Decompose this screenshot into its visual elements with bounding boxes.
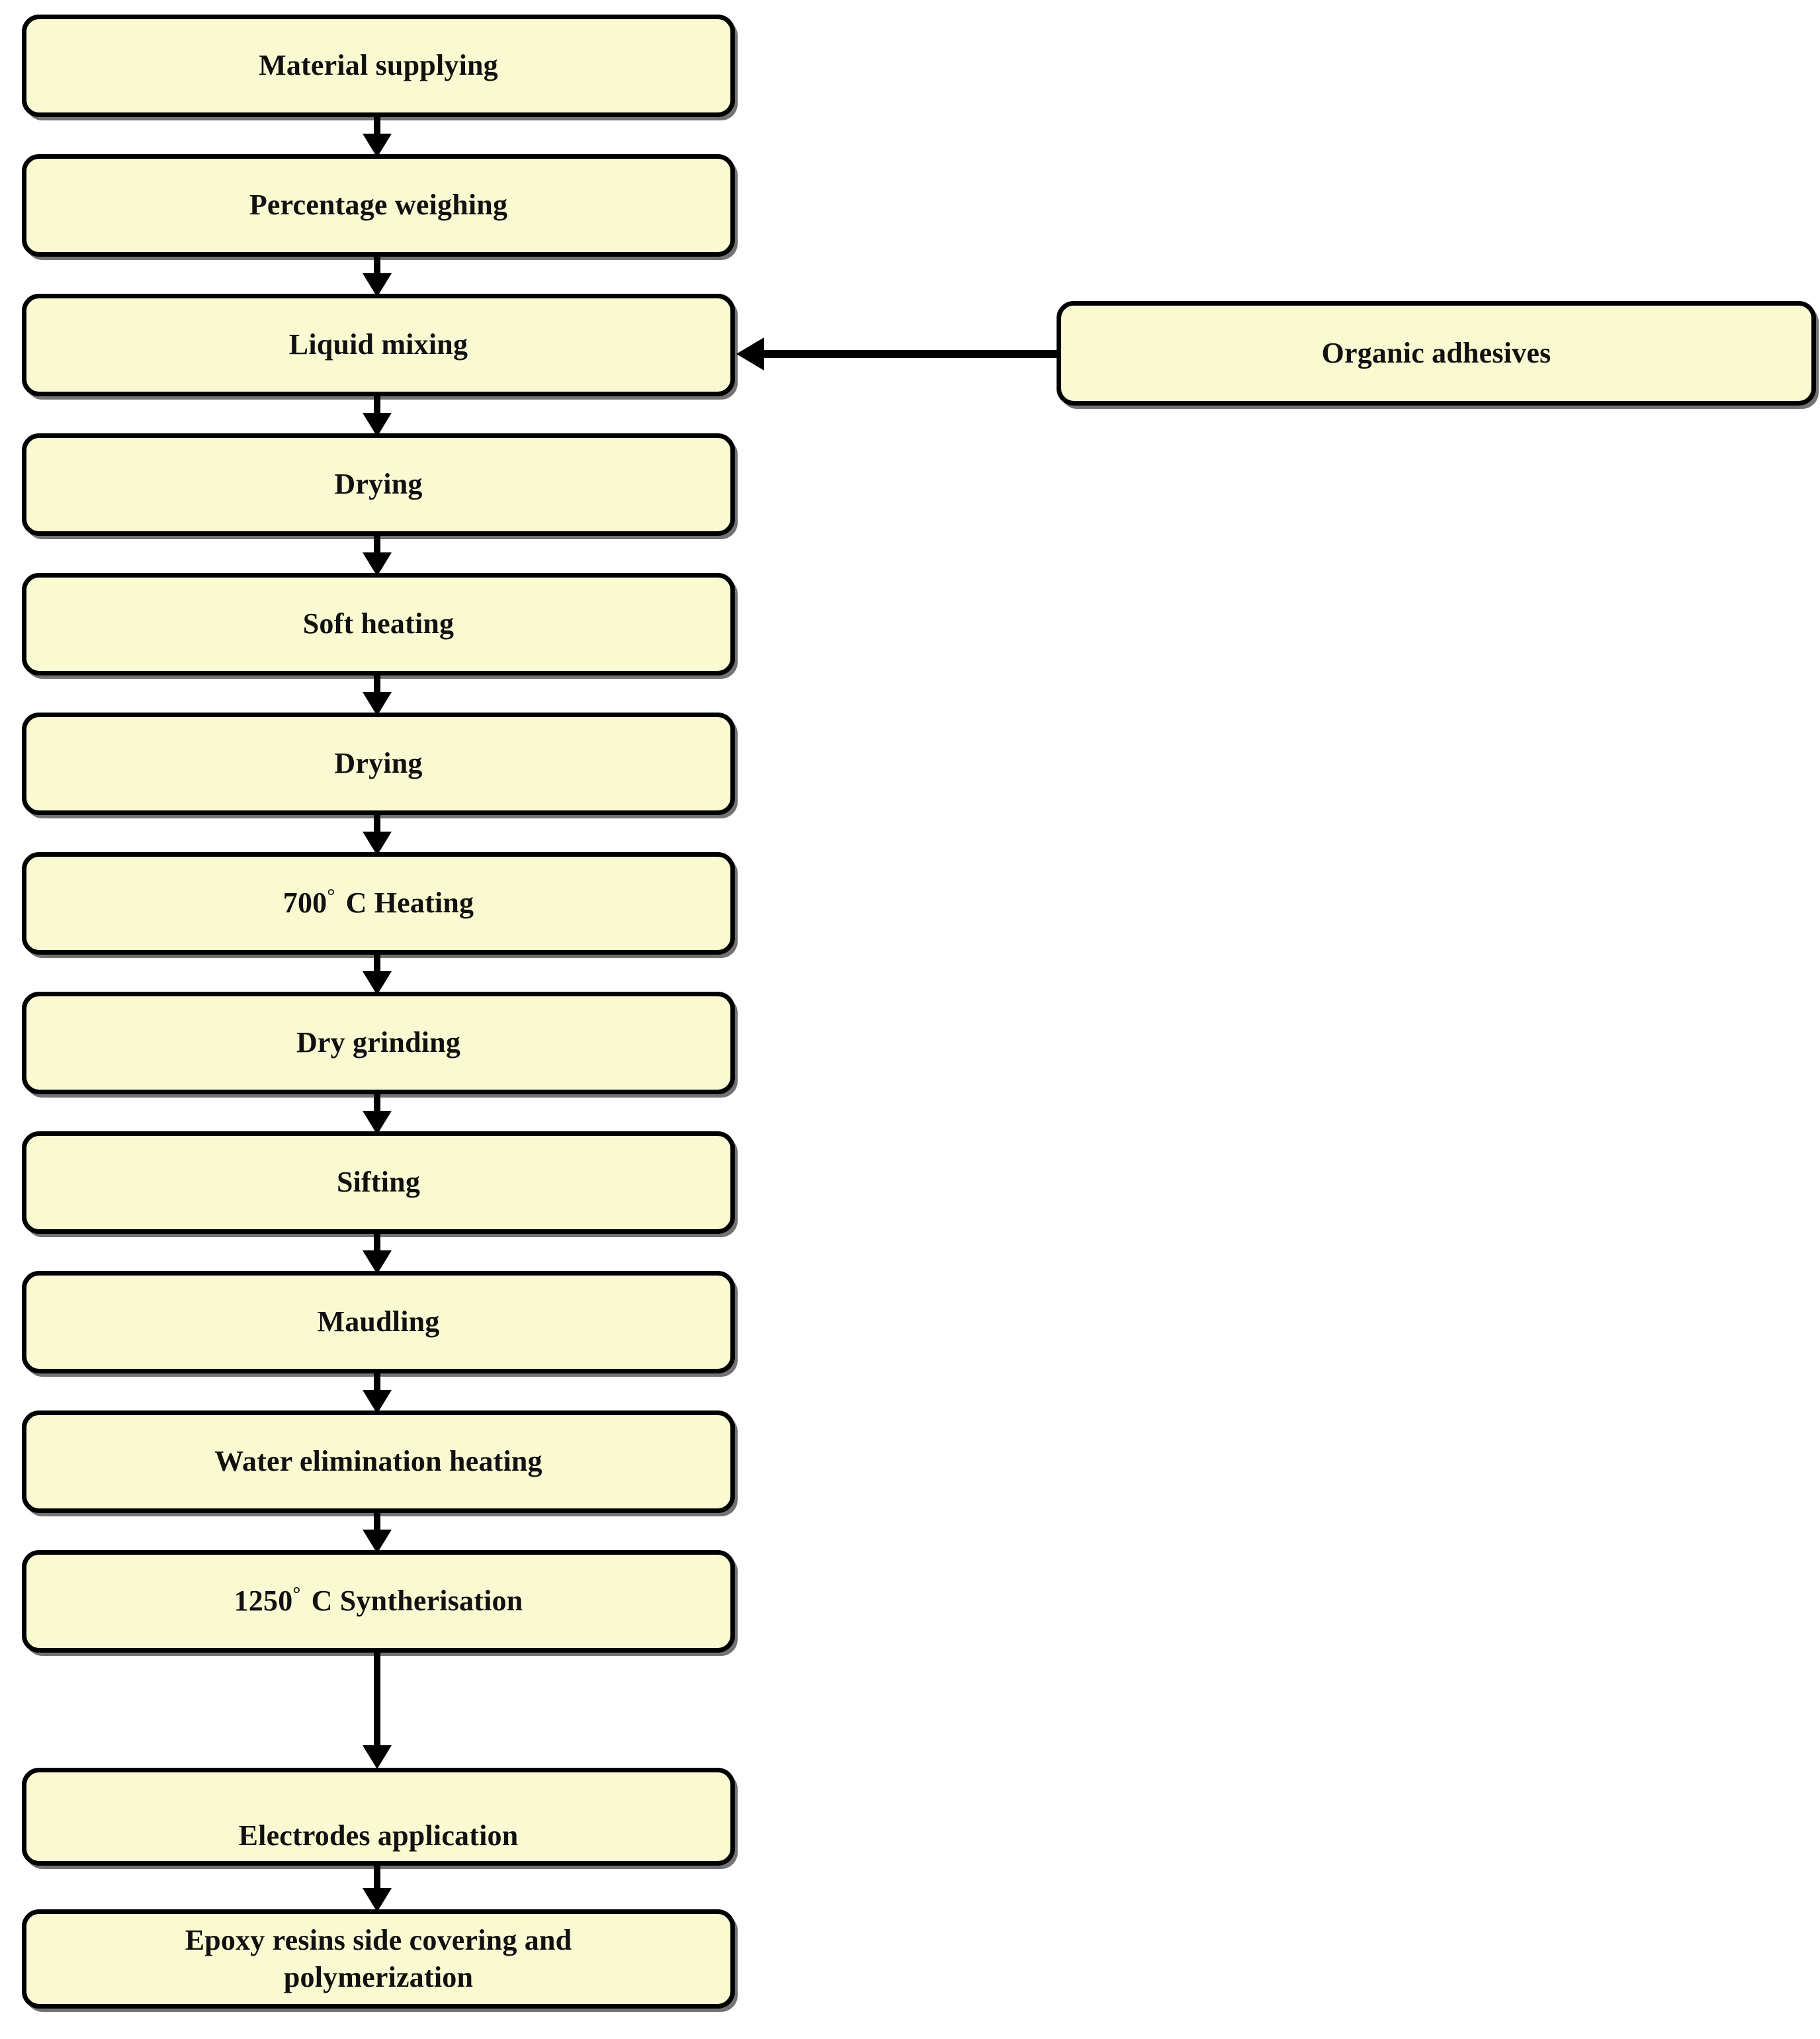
process-node-epoxy-covering[interactable]: Epoxy resins side covering and polymeriz… — [22, 1909, 735, 2009]
arrow-shaft — [374, 675, 380, 697]
arrow-shaft — [760, 350, 1058, 358]
arrow-head-down-icon — [363, 1888, 392, 1912]
node-label: Maudling — [317, 1305, 440, 1338]
arrow-shaft — [374, 1866, 380, 1893]
arrow-shaft — [374, 815, 380, 837]
process-node-material-supplying[interactable]: Material supplying — [22, 15, 735, 117]
node-label: Liquid mixing — [288, 328, 468, 361]
node-label: Drying — [334, 468, 423, 501]
process-node-drying-1[interactable]: Drying — [22, 433, 735, 536]
node-label: Organic adhesives — [1321, 336, 1551, 369]
node-label: 1250°C Syntherisation — [234, 1583, 523, 1618]
arrow-head-down-icon — [363, 552, 392, 576]
arrow-shaft — [374, 1653, 380, 1751]
node-label: 700°C Heating — [282, 885, 474, 920]
arrow-head-down-icon — [363, 413, 392, 437]
node-label: Soft heating — [302, 607, 455, 640]
process-node-dry-grinding[interactable]: Dry grinding — [22, 992, 735, 1094]
arrow-shaft — [374, 1373, 380, 1395]
arrow-head-left-icon — [736, 337, 764, 370]
node-label: Electrodes application — [238, 1819, 519, 1852]
node-label: Water elimination heating — [214, 1445, 542, 1478]
node-label: Material supplying — [259, 49, 498, 82]
process-node-syntherisation-1250c[interactable]: 1250°C Syntherisation — [22, 1550, 735, 1653]
arrow-shaft — [374, 396, 380, 418]
process-node-electrodes-application[interactable]: Electrodes application — [22, 1768, 735, 1866]
arrow-head-down-icon — [363, 1530, 392, 1553]
arrow-shaft — [374, 257, 380, 279]
arrow-head-down-icon — [363, 1250, 392, 1274]
process-node-heating-700c[interactable]: 700°C Heating — [22, 852, 735, 955]
arrow-head-down-icon — [363, 1390, 392, 1414]
arrow-shaft — [374, 955, 380, 976]
arrow-head-down-icon — [363, 1745, 392, 1769]
arrow-shaft — [374, 1234, 380, 1256]
process-node-sifting[interactable]: Sifting — [22, 1131, 735, 1234]
arrow-head-down-icon — [363, 1111, 392, 1135]
arrow-head-down-icon — [363, 273, 392, 297]
node-label: Sifting — [336, 1166, 421, 1199]
arrow-shaft — [374, 1094, 380, 1116]
arrow-shaft — [374, 117, 380, 139]
node-label: Epoxy resins side covering and polymeriz… — [185, 1923, 572, 1993]
arrow-head-down-icon — [363, 134, 392, 157]
process-node-soft-heating[interactable]: Soft heating — [22, 573, 735, 675]
arrow-shaft — [374, 536, 380, 558]
degree-symbol: ° — [292, 1583, 301, 1605]
process-node-water-elimination-heating[interactable]: Water elimination heating — [22, 1410, 735, 1513]
arrow-head-down-icon — [363, 692, 392, 716]
process-node-maudling[interactable]: Maudling — [22, 1271, 735, 1373]
node-label: Drying — [334, 747, 423, 780]
process-node-liquid-mixing[interactable]: Liquid mixing — [22, 294, 735, 396]
degree-symbol: ° — [327, 885, 335, 907]
arrow-shaft — [374, 1513, 380, 1535]
arrow-head-down-icon — [363, 971, 392, 995]
process-node-drying-2[interactable]: Drying — [22, 713, 735, 815]
arrow-head-down-icon — [363, 832, 392, 855]
node-label: Dry grinding — [296, 1026, 461, 1059]
process-node-percentage-weighing[interactable]: Percentage weighing — [22, 154, 735, 257]
node-label: Percentage weighing — [249, 189, 508, 222]
input-node-organic-adhesives[interactable]: Organic adhesives — [1057, 301, 1816, 406]
